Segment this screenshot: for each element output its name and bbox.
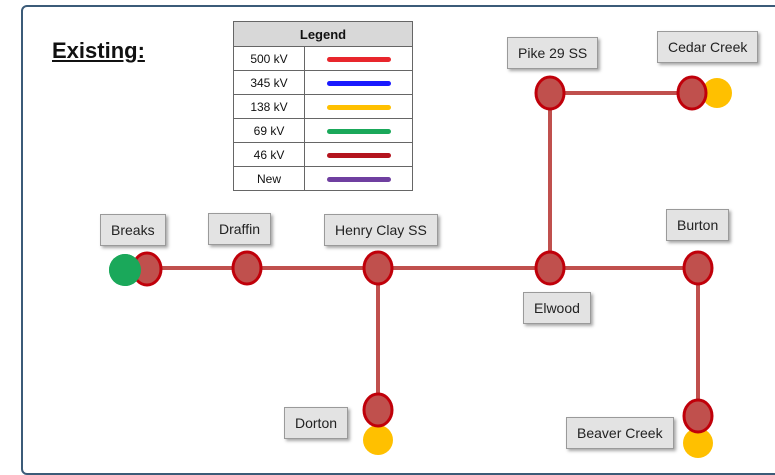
legend-label: New [233,166,305,191]
cedar-creek-node [676,75,708,111]
draffin-node [231,250,263,286]
legend-swatch [326,128,391,134]
legend-header: Legend [233,21,413,47]
legend-swatch [326,152,391,158]
page-title: Existing: [52,38,145,63]
label-pike: Pike 29 SS [507,37,599,69]
legend-swatch [326,104,391,110]
label-draffin: Draffin [208,213,271,245]
label-burton: Burton [666,209,730,241]
burton-node [682,250,714,286]
legend-swatch [326,176,391,182]
legend-swatch [326,56,391,62]
henry-clay-node [362,250,394,286]
cedar-creek-138kv-node [702,78,732,108]
label-henry-clay: Henry Clay SS [324,214,438,246]
label-cedar-creek: Cedar Creek [657,31,759,63]
label-elwood: Elwood [523,292,591,324]
dorton-138kv-node [363,425,393,455]
dorton-node [362,392,394,428]
label-beaver-creek: Beaver Creek [566,417,674,449]
beaver-creek-138kv-node [683,428,713,458]
label-breaks: Breaks [100,214,166,246]
legend-table: Legend 500 kV 345 kV 138 kV 69 kV 46 kV … [233,21,413,191]
legend-swatch [326,80,391,86]
elwood-node [534,250,566,286]
breaks-69kv-overlay [109,254,141,286]
legend-label: 69 kV [233,118,305,143]
pike-node [534,75,566,111]
label-dorton: Dorton [284,407,349,439]
beaver-creek-node [682,398,714,434]
legend-label: 345 kV [233,70,305,95]
